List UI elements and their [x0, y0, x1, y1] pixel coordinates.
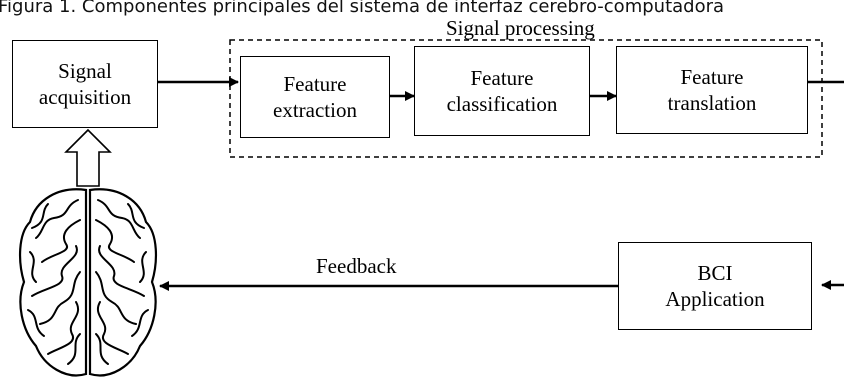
hollow-up-arrow	[64, 128, 112, 187]
feature-translation-box: Feature translation	[616, 46, 808, 134]
bci-application-label: BCI Application	[665, 260, 765, 311]
signal-processing-group	[229, 39, 823, 158]
signal-acquisition-box: Signal acquisition	[12, 40, 158, 128]
feature-classification-label: Feature classification	[446, 65, 558, 116]
feedback-label: Feedback	[316, 254, 397, 278]
feature-translation-label: Feature translation	[667, 64, 757, 115]
feature-extraction-label: Feature extraction	[273, 71, 357, 122]
feature-classification-box: Feature classification	[414, 46, 590, 136]
brain-icon	[18, 188, 158, 377]
signal-processing-label: Signal processing	[446, 16, 595, 40]
signal-acquisition-label: Signal acquisition	[38, 58, 132, 109]
bci-application-box: BCI Application	[618, 242, 812, 330]
feature-extraction-box: Feature extraction	[240, 56, 390, 138]
figure-caption: Figura 1. Componentes principales del si…	[0, 0, 725, 17]
